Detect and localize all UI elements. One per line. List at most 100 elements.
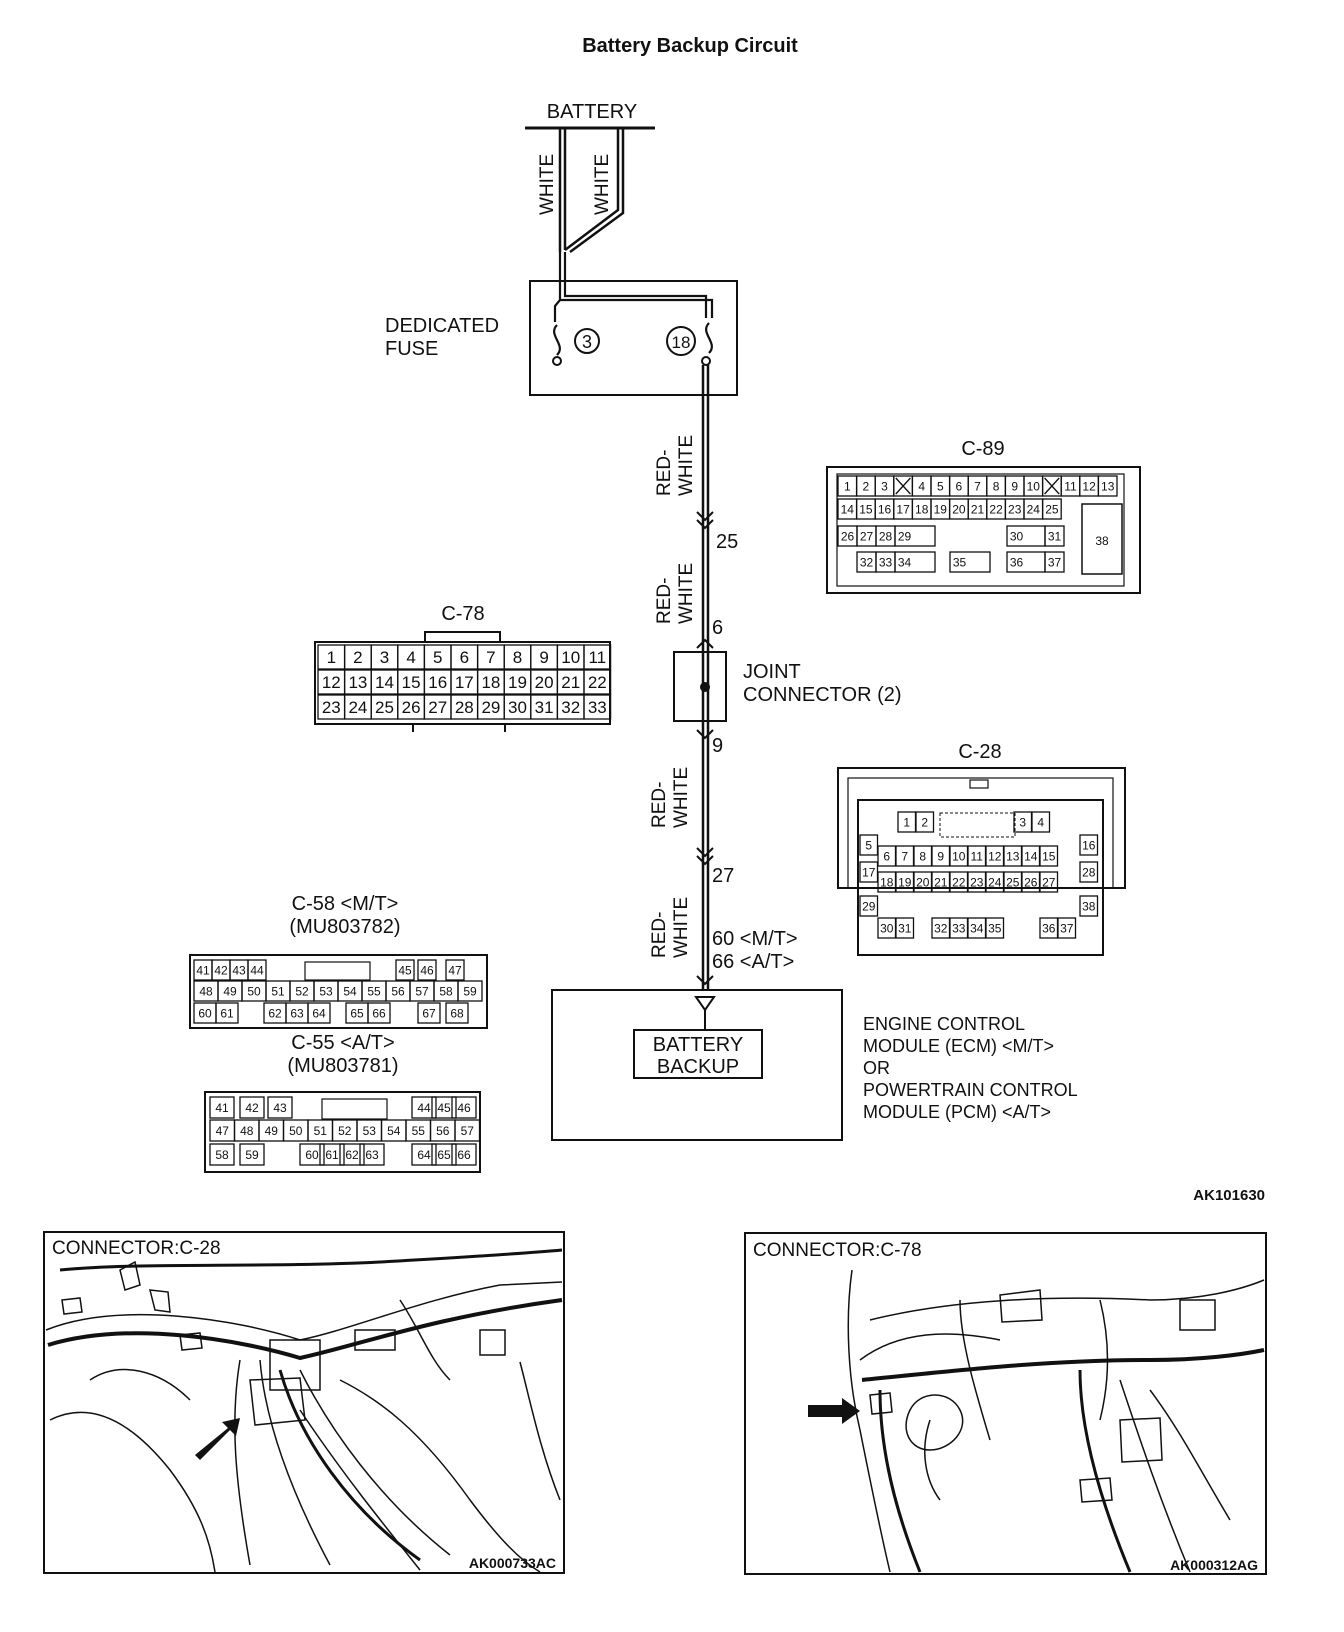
ecm-desc-line-1: ENGINE CONTROL: [863, 1014, 1025, 1034]
connector-c28-pin: 28: [1082, 865, 1096, 879]
connector-c28-pin: 37: [1060, 921, 1074, 935]
connector-c58-pin: 54: [343, 984, 357, 998]
connector-c55-cell: [319, 1143, 345, 1166]
connector-c28-pin: 2: [921, 815, 928, 829]
connector-c58-label-1: C-58 <M/T>: [292, 893, 399, 915]
connector-c89-pin: 6: [956, 479, 963, 493]
connector-c78-pin: 13: [348, 673, 367, 692]
joint-connector-label-2: CONNECTOR (2): [743, 684, 902, 706]
connector-c28-pin: 16: [1082, 838, 1096, 852]
connector-c55-pin: 43: [273, 1101, 287, 1115]
connector-c28-pin: 13: [1006, 849, 1020, 863]
connector-c28-pin: 24: [988, 875, 1002, 889]
ecm-desc-line-4: POWERTRAIN CONTROL: [863, 1080, 1078, 1100]
connector-c55-cell: [239, 1096, 265, 1119]
connector-c89-cell: [894, 525, 936, 547]
connector-c58-pin: 49: [223, 984, 237, 998]
battery-backup-label-1: BATTERY: [653, 1034, 743, 1056]
fuse-internal-wiring: [553, 252, 714, 356]
connector-c58-cell: [417, 1002, 441, 1024]
pin-6: 6: [712, 617, 723, 639]
connector-c28-pin: 33: [952, 921, 966, 935]
fuse-18-marker: [666, 326, 696, 356]
connector-c28-pin: 32: [934, 921, 948, 935]
connector-c58-pin: 48: [199, 984, 213, 998]
connector-c55-pin: 48: [240, 1124, 254, 1138]
connector-c55-pin: 44: [417, 1101, 431, 1115]
connector-c78-cell: [583, 669, 612, 695]
connector-c28-pin: 3: [1019, 815, 1026, 829]
connector-c89-pin: 35: [953, 555, 967, 569]
dashboard-harness-drawing-left: [45, 1248, 563, 1573]
connector-c28-pin: 21: [934, 875, 948, 889]
connector-c55-pin: 66: [457, 1148, 471, 1162]
fuse-label-line1: DEDICATED: [385, 315, 499, 337]
connector-c55-cell: [411, 1143, 437, 1166]
connector-c78-pin: 19: [508, 673, 527, 692]
connector-c78-pin: 3: [380, 648, 389, 667]
connector-c78-cell: [583, 694, 612, 720]
connector-c28-pin: 22: [952, 875, 966, 889]
connector-c78-pin: 8: [513, 648, 522, 667]
location-view-c78-code: AK000312AG: [1170, 1557, 1258, 1573]
connector-c28-pin: 17: [862, 865, 876, 879]
connector-c78-pin: 4: [406, 648, 415, 667]
connector-c58-pin: 52: [295, 984, 309, 998]
joint-connector-box: [673, 651, 727, 722]
connector-c89-pin: 23: [1008, 502, 1022, 516]
connector-c55-pin: 51: [314, 1124, 328, 1138]
connector-c78-pin: 31: [535, 698, 554, 717]
connector-c55-cell: [454, 1119, 481, 1142]
connector-c78-pin: 29: [481, 698, 500, 717]
connector-c28-pin: 31: [898, 921, 912, 935]
connector-c28-pin: 27: [1042, 875, 1056, 889]
connector-c78-pin: 14: [375, 673, 394, 692]
connector-c55-pin: 58: [215, 1148, 229, 1162]
connector-c78-pin: 32: [561, 698, 580, 717]
wire-color-seg2-b: WHITE: [676, 563, 697, 624]
connector-c55-pin: 65: [437, 1148, 451, 1162]
connector-c89-pin: 2: [863, 479, 870, 493]
connector-c58-pin: 62: [268, 1006, 282, 1020]
connector-c55-pin: 47: [216, 1124, 230, 1138]
connector-c89-pin: 5: [937, 479, 944, 493]
connector-c55-pin: 45: [437, 1101, 451, 1115]
joint-splice-dot: [700, 682, 710, 692]
connector-c78-pin: 1: [327, 648, 336, 667]
connector-c28-pin: 20: [916, 875, 930, 889]
red-white-trunk: [701, 365, 710, 989]
connector-c28-pin: 23: [970, 875, 984, 889]
connector-c55-pin: 41: [215, 1101, 229, 1115]
connector-c55-cell: [209, 1096, 235, 1119]
connector-c28-cell: [985, 917, 1005, 939]
connector-c89-pin: 10: [1027, 479, 1041, 493]
connector-c89-blank-mark: [895, 477, 911, 495]
fuse-label-line2: FUSE: [385, 338, 438, 360]
connector-c89-cell: [1041, 498, 1062, 520]
wire-color-seg2-a: RED-: [654, 578, 675, 624]
connector-c28-pin: 35: [988, 921, 1002, 935]
connector-c55-pin: 59: [245, 1148, 259, 1162]
connector-c78-pin: 25: [375, 698, 394, 717]
fuse-18-number: 18: [672, 333, 691, 352]
connector-c28-cell: [915, 811, 935, 833]
connector-c58-pin: 60: [198, 1006, 212, 1020]
location-view-c28-title: CONNECTOR:C-28: [52, 1238, 221, 1259]
joint-connector-label-1: JOINT: [743, 661, 801, 683]
connector-c78-pin: 16: [428, 673, 447, 692]
connector-c58-pin: 55: [367, 984, 381, 998]
location-view-c28-code: AK000733AC: [469, 1555, 556, 1571]
connector-c28-pin: 30: [880, 921, 894, 935]
battery-backup-label-2: BACKUP: [657, 1056, 739, 1078]
connector-c78-pin: 5: [433, 648, 442, 667]
dashboard-harness-drawing-right: [847, 1269, 1265, 1573]
connector-c28-pin: 14: [1024, 849, 1038, 863]
connector-c89-pin: 8: [993, 479, 1000, 493]
connector-c78-cell: [583, 644, 612, 670]
connector-c89-pin: 24: [1027, 502, 1041, 516]
